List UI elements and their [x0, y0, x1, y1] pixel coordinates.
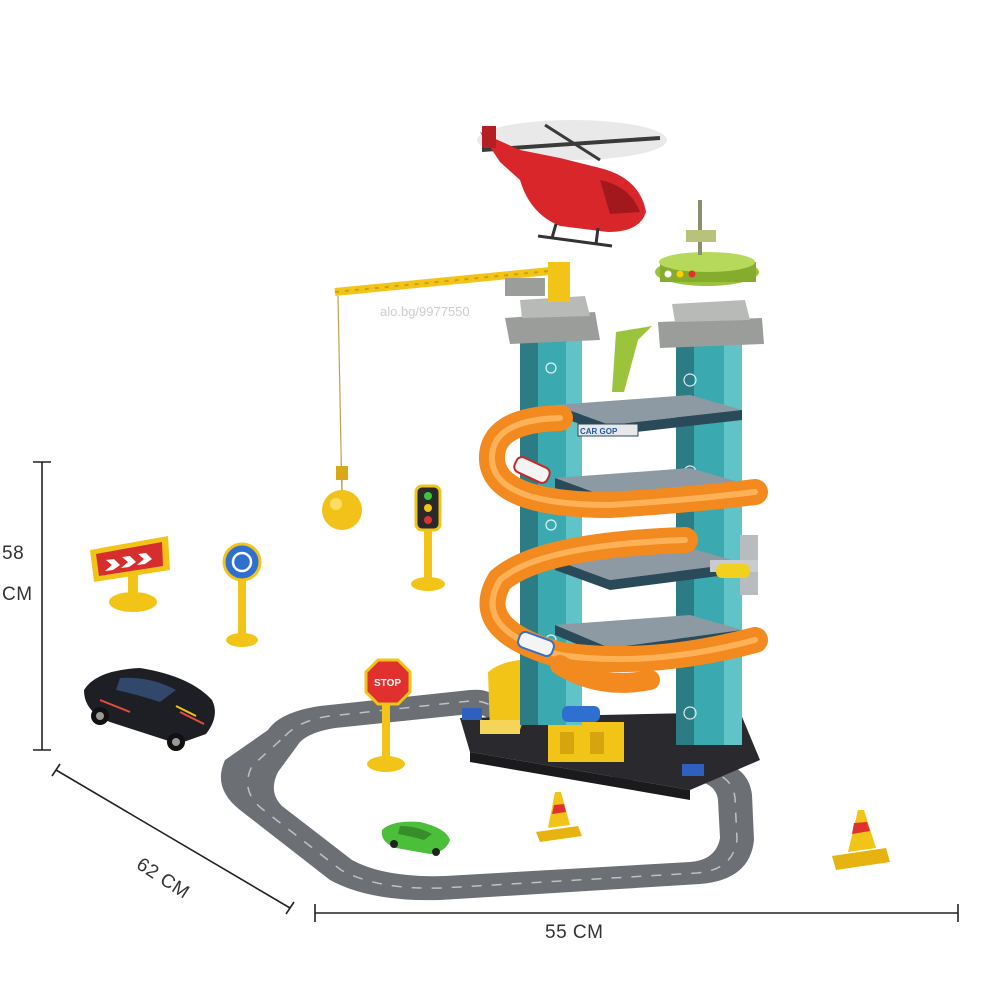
helicopter — [477, 120, 667, 248]
tower-roofs — [505, 200, 764, 392]
height-value-label: 58 — [2, 543, 25, 564]
garage-sign: CAR GOP — [577, 423, 639, 437]
black-sports-car — [84, 668, 215, 751]
green-car — [381, 821, 450, 856]
height-unit-label: CM — [2, 584, 33, 605]
traffic-light — [411, 484, 445, 591]
gas-station — [480, 660, 624, 762]
rotor-blur — [477, 120, 667, 160]
wrecking-ball — [322, 490, 362, 530]
depth-dimension-line — [55, 769, 291, 909]
chevron-sign — [90, 536, 170, 612]
yellow-car — [716, 564, 750, 578]
crane — [322, 262, 570, 530]
stop-sign: STOP — [364, 658, 412, 772]
dimension-lines — [33, 461, 959, 922]
parking-floors — [555, 395, 742, 658]
stop-sign-text: STOP — [374, 678, 401, 689]
white-blue-car — [517, 631, 555, 657]
traffic-cone-left — [536, 792, 582, 842]
width-label: 55 CM — [545, 922, 604, 943]
traffic-cone-right — [832, 810, 890, 870]
ramp-cars — [513, 456, 750, 722]
orange-ramps — [479, 405, 768, 693]
watermark: alo.bg/9977550 — [380, 304, 470, 319]
blue-car — [562, 706, 600, 722]
white-red-car — [513, 456, 551, 484]
roundabout-sign — [222, 542, 262, 647]
garage-sign-text: CAR GOP — [580, 427, 618, 436]
